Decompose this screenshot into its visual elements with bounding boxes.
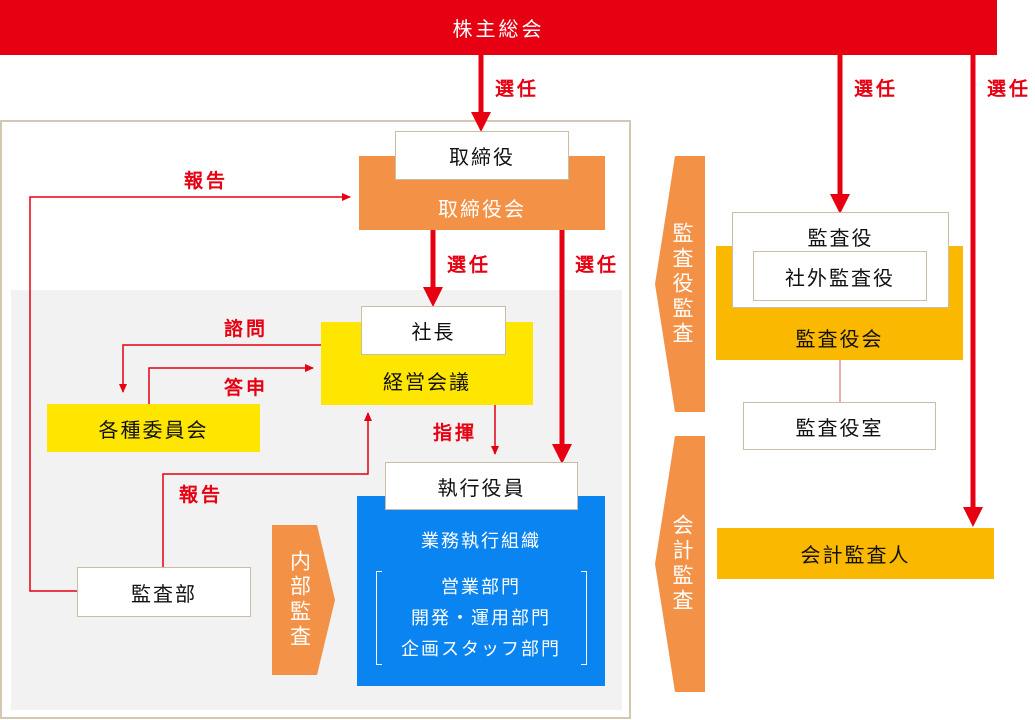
auditor-office-box: 監査役室 (743, 402, 936, 450)
report-line-meeting (162, 412, 372, 567)
answer-label: 答申 (224, 377, 269, 399)
outside-auditor-box: 社外監査役 (753, 251, 927, 301)
audit-dept-label: 監査部 (131, 581, 197, 606)
committees-box: 各種委員会 (47, 404, 260, 452)
org-label: 業務執行組織 (421, 531, 541, 552)
business-organization: 業務執行組織 営業部門 開発・運用部門 企画スタッフ部門 (357, 496, 605, 686)
dept-item: 企画スタッフ部門 (401, 638, 561, 660)
outer-frame (0, 120, 631, 719)
accountant-label: 会計監査人 (800, 543, 911, 567)
auditor-label: 監査役 (807, 226, 874, 250)
board-label: 取締役会 (438, 196, 526, 221)
shareholders-meeting-bar: 株主総会 (0, 0, 997, 55)
elect-label: 選任 (447, 254, 492, 276)
consult-line (119, 344, 321, 393)
dept-item: 営業部門 (441, 576, 521, 598)
internal-audit-arrow (272, 525, 335, 675)
report-line-board (29, 193, 351, 592)
executive-officers-box: 執行役員 (385, 462, 578, 510)
directors-label: 取締役 (449, 145, 515, 169)
dept-item: 開発・運用部門 (411, 607, 551, 629)
answer-line (148, 364, 314, 404)
report-label: 報告 (184, 170, 229, 192)
shareholders-meeting-label: 株主総会 (452, 17, 545, 41)
meeting-label: 経営会議 (383, 370, 471, 394)
directors-box: 取締役 (395, 131, 569, 180)
auditor-office-label: 監査役室 (795, 415, 884, 440)
elect-label: 選任 (854, 78, 899, 100)
president-label: 社長 (411, 320, 456, 344)
outside-auditor-label: 社外監査役 (785, 265, 895, 290)
consult-label: 諮問 (224, 318, 269, 340)
auditor-audit-arrow (655, 156, 705, 412)
internal-audit-label: 内部監査 (287, 550, 312, 650)
officers-label: 執行役員 (437, 475, 526, 500)
accounting-auditor-box: 会計監査人 (717, 528, 994, 579)
departments-bracket: 営業部門 開発・運用部門 企画スタッフ部門 (375, 571, 587, 665)
president-box: 社長 (361, 306, 506, 355)
accounting-audit-label: 会計監査 (670, 514, 694, 614)
elect-label: 選任 (987, 78, 1032, 100)
committees-label: 各種委員会 (98, 417, 209, 442)
report-label: 報告 (179, 484, 224, 506)
auditor-audit-label: 監査役監査 (670, 221, 694, 347)
audit-department-box: 監査部 (77, 567, 251, 617)
audit-board-label: 監査役会 (795, 326, 884, 351)
elect-label: 選任 (495, 78, 540, 100)
accounting-audit-arrow (655, 436, 705, 692)
command-label: 指揮 (433, 422, 478, 444)
elect-label: 選任 (575, 254, 620, 276)
